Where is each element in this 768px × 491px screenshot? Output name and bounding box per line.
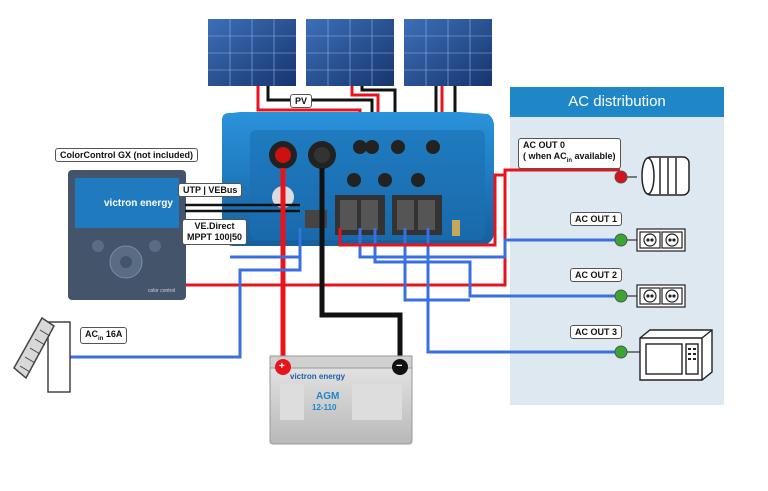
battery-minus-sign: −: [396, 360, 403, 372]
vedirect-line2: MPPT 100|50: [187, 232, 243, 242]
inverter-charger: [222, 112, 494, 246]
ac-out-1-terminal: [614, 233, 628, 247]
battery-positive-terminal: [275, 359, 291, 375]
battery-brand-text: victron energy: [290, 372, 346, 381]
battery-cables: [280, 168, 403, 365]
ac-distribution-title: AC distribution: [568, 93, 666, 110]
microwave-icon: [639, 329, 713, 381]
battery-plus-sign: +: [279, 361, 285, 372]
vedirect-label: VE.Direct MPPT 100|50: [182, 219, 248, 245]
socket-icon: [636, 228, 686, 252]
ac-out-2-label: AC OUT 2: [570, 268, 623, 282]
ac-in-sub: in: [98, 335, 104, 342]
agm-battery: [269, 355, 413, 445]
battery-negative-terminal: [392, 359, 408, 375]
socket-icon: [636, 284, 686, 308]
ac-out-0-line2: ( when ACin available): [523, 151, 616, 164]
utp-vebus-label: UTP | VEBus: [178, 183, 243, 197]
ac-in-suffix: 16A: [103, 329, 123, 339]
water-heater-icon: [641, 156, 690, 196]
solar-panel-icon: [306, 19, 394, 86]
ac-in-label: ACin 16A: [80, 327, 128, 344]
vedirect-line1: VE.Direct: [194, 221, 235, 231]
ac-out-0-terminal: [614, 170, 628, 184]
ac-out-3-terminal: [614, 345, 628, 359]
ac-in-prefix: AC: [85, 329, 98, 339]
gx-footer-text: color control: [148, 288, 176, 294]
color-control-gx-display: [68, 170, 186, 300]
ac-out-0-line1: AC OUT 0: [523, 140, 566, 150]
solar-panel-icon: [208, 19, 296, 86]
color-control-label: ColorControl GX (not included): [55, 148, 198, 162]
ac-wires: [58, 173, 620, 359]
battery-model-line1: AGM: [316, 391, 340, 402]
gx-brand-text: victron energy: [104, 198, 173, 209]
ac-out-3-label: AC OUT 3: [570, 325, 623, 339]
ac-distribution-header-bar: [510, 87, 724, 117]
solar-panel-icon: [404, 19, 492, 86]
pv-label: PV: [290, 94, 313, 108]
battery-model-line2: 12-110: [312, 403, 337, 412]
ac-out-2-terminal: [614, 289, 628, 303]
ac-out-1-label: AC OUT 1: [570, 212, 623, 226]
ac-out-0-label: AC OUT 0 ( when ACin available): [518, 138, 621, 169]
shore-power-plug-icon: [13, 316, 71, 393]
